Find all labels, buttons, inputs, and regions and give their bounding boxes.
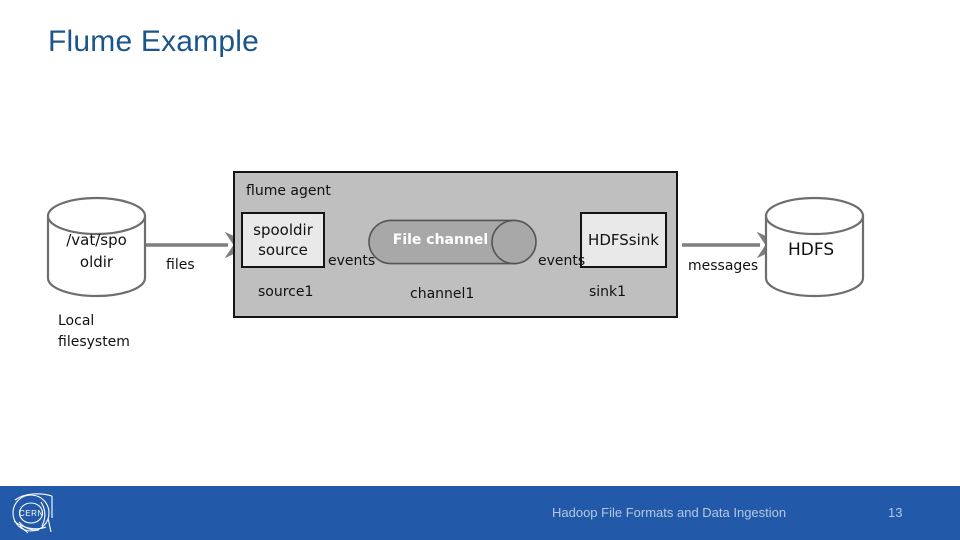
hdfs-sink-label: HDFSsink [588, 231, 659, 249]
source-store-path-line2: oldir [79, 253, 114, 271]
local-filesystem-caption-line1: Local [58, 313, 95, 329]
hdfs-store-label: HDFS [788, 240, 835, 260]
spooldir-source-box: spooldir source [241, 212, 325, 268]
flow-label-messages: messages [688, 258, 759, 274]
local-filesystem-caption: Local filesystem [58, 311, 130, 353]
footer-title: Hadoop File Formats and Data Ingestion [552, 505, 787, 520]
footer-bar: CERN Hadoop File Formats and Data Ingest… [0, 486, 960, 540]
footer-page-number: 13 [888, 505, 903, 520]
local-filesystem-cylinder [46, 196, 147, 298]
channel-caption: channel1 [410, 286, 475, 302]
diagram-vector-layer [46, 196, 865, 298]
spooldir-source-line1: spooldir [253, 221, 313, 239]
file-channel-shape [368, 219, 537, 265]
cern-logo-icon: CERN [12, 493, 53, 534]
flume-agent-title: flume agent [246, 183, 331, 199]
flume-architecture-diagram: /vat/spo oldir Local filesystem flume ag… [46, 171, 865, 353]
file-channel-label: File channel [392, 232, 489, 248]
sink-caption: sink1 [589, 284, 627, 300]
page-title: Flume Example [48, 25, 260, 58]
hdfs-cylinder [764, 196, 865, 298]
hdfs-sink-box: HDFSsink [580, 212, 667, 268]
flow-label-events-in: events [328, 253, 376, 269]
svg-text:CERN: CERN [19, 509, 44, 518]
flow-label-files: files [166, 257, 195, 273]
local-filesystem-caption-line2: filesystem [58, 334, 130, 350]
spooldir-source-line2: source [258, 241, 308, 259]
source-caption: source1 [258, 284, 314, 300]
flow-label-events-out: events [538, 253, 586, 269]
source-store-path-line1: /vat/spo [66, 231, 127, 249]
